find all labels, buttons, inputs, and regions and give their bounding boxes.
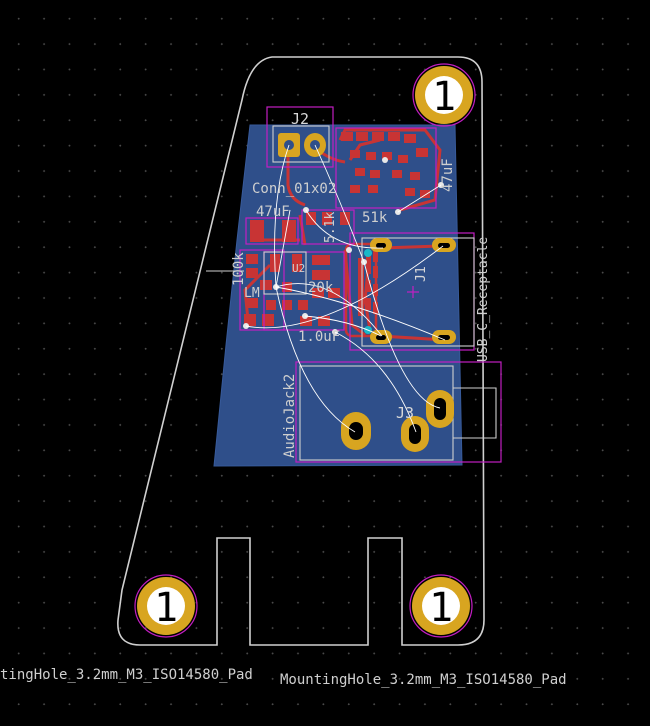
mounting-hole-bottom-right[interactable]: 1 — [412, 577, 470, 635]
j1-reference: J1 — [414, 266, 429, 282]
j3-reference: J3 — [396, 404, 414, 422]
res-51k-value: 51k — [362, 210, 388, 226]
mounting-hole-footprint-right: MountingHole_3.2mm_M3_ISO14580_Pad — [280, 672, 567, 688]
mounting-hole-footprint-left: tingHole_3.2mm_M3_ISO14580_Pad — [0, 667, 253, 683]
j3-audio-pads[interactable] — [341, 390, 454, 452]
cap-47u-right-value: 47uF — [440, 158, 456, 192]
mounting-hole-top-right[interactable]: 1 — [415, 66, 473, 124]
misc-label: LM — [244, 286, 260, 301]
anchor-cross — [407, 286, 419, 298]
res-100k-value: 100k — [231, 252, 247, 286]
res-20k-value: 20k — [308, 280, 334, 296]
j2-value: Conn_01x02 — [252, 181, 336, 197]
mounting-hole-number: 1 — [432, 74, 456, 120]
cap-1u-value: 1.0uF — [298, 329, 340, 345]
usb-c-shield — [344, 242, 378, 338]
j1-usb-pads[interactable] — [364, 238, 456, 344]
mounting-hole-bottom-left[interactable]: 1 — [137, 577, 195, 635]
mounting-hole-number: 1 — [429, 585, 453, 631]
res-5k1-value: 5.1k — [323, 212, 338, 243]
cap-47u-left-value: 47uF — [256, 204, 290, 220]
silkscreen-outlines — [206, 125, 497, 461]
board-outline — [117, 56, 485, 646]
ratsnest — [245, 144, 446, 433]
u2-reference: U2 — [292, 262, 305, 275]
j1-value: USB_C_Receptacle — [476, 237, 491, 362]
mounting-hole-number: 1 — [154, 585, 178, 631]
j3-value: AudioJack2 — [282, 374, 298, 458]
j2-reference: J2 — [291, 110, 309, 128]
